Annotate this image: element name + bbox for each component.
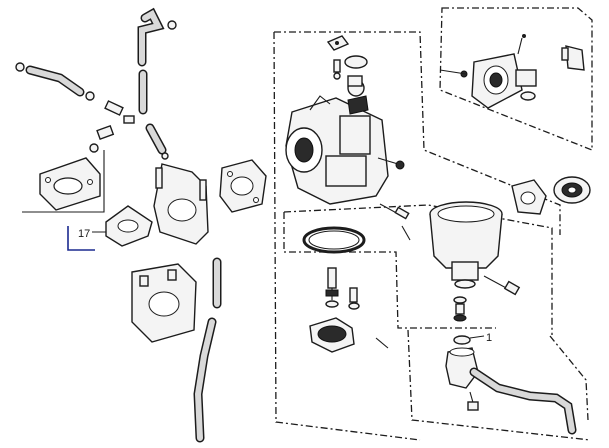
- float-bowl-o-ring: [302, 226, 366, 254]
- drain-fitting: [89, 100, 135, 153]
- group-boundaries: [273, 7, 593, 441]
- callout-bracket-17: [67, 226, 95, 251]
- insulator-gasket: [39, 157, 101, 211]
- heat-plate-bracket: [153, 163, 209, 245]
- carb-gasket-upper: [219, 159, 267, 213]
- callout-label-17: 17: [78, 228, 91, 240]
- insulator-block: [131, 263, 197, 343]
- callout-label-1: 1: [486, 332, 493, 344]
- fuel-cock-gasket: [511, 176, 591, 215]
- fuel-hose-left: [15, 62, 95, 101]
- bowl-drain-bolt: [453, 296, 467, 322]
- fuel-cock-assembly: [439, 34, 585, 109]
- carburetor-body: [285, 75, 389, 205]
- carb-screws: [377, 157, 411, 241]
- float: [309, 317, 355, 353]
- choke-parts: [326, 35, 368, 80]
- hose-clamp-icon: [15, 62, 25, 72]
- float-bowl: [429, 201, 521, 296]
- fuel-filter-assembly: [445, 335, 577, 435]
- main-jet-parts: [325, 267, 389, 349]
- vent-tube-top: [137, 7, 177, 160]
- breather-tube-lower: [193, 257, 222, 443]
- gasket-17: [105, 205, 153, 247]
